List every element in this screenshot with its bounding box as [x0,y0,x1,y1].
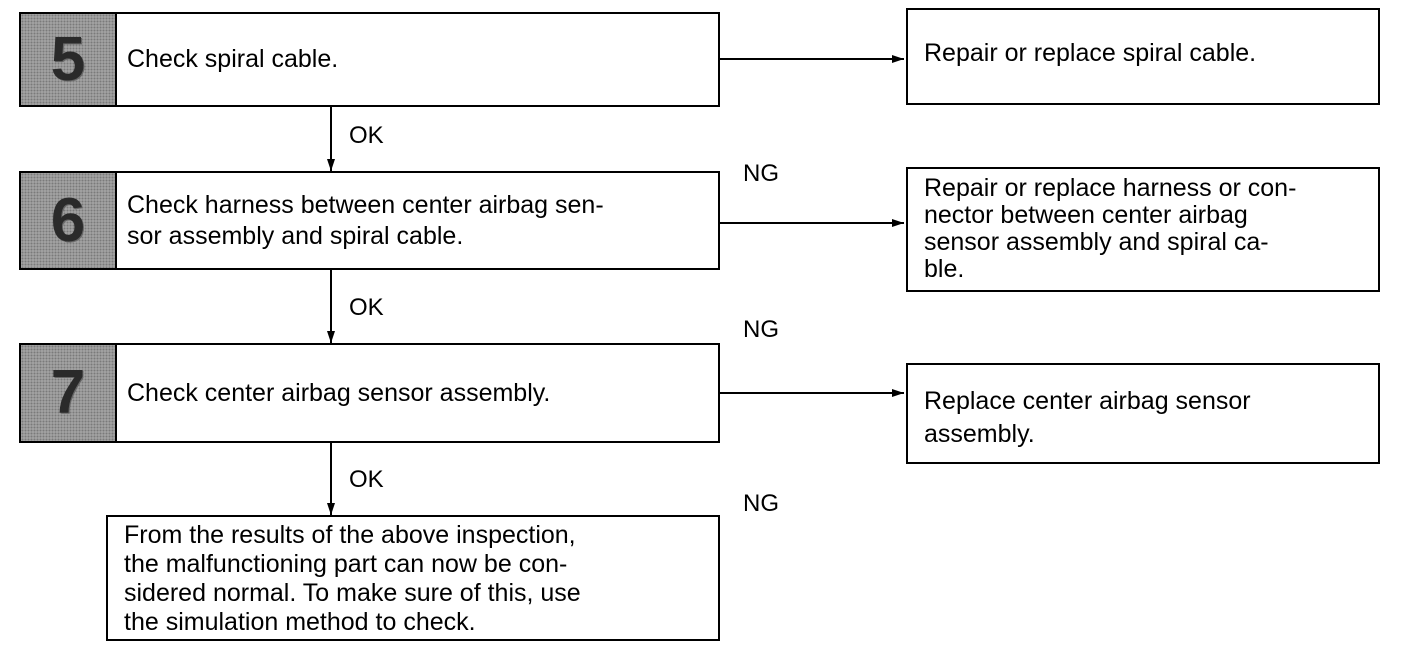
ng-label-5: NG [743,160,779,187]
ng-label-6: NG [743,316,779,343]
result-5-text: Repair or replace spiral cable. [924,39,1257,67]
final-box: From the results of the above inspection… [106,515,720,641]
result-7-text: Replace center airbag sensor assembly. [924,387,1251,448]
ok-label-7: OK [349,466,384,493]
step-7-text: Check center airbag sensor assembly. [127,378,551,407]
step-5-box: 5 Check spiral cable. [19,12,720,107]
step-7-box: 7 Check center airbag sensor assembly. [19,343,720,443]
step-number-badge: 5 [21,14,117,105]
ng-label-7: NG [743,490,779,517]
ok-label-5: OK [349,122,384,149]
result-6-text: Repair or replace harness or con- nector… [924,174,1297,283]
result-5-box: Repair or replace spiral cable. [906,8,1380,105]
result-6-box: Repair or replace harness or con- nector… [906,167,1380,292]
step-6-text: Check harness between center airbag sen-… [127,190,604,250]
result-7-box: Replace center airbag sensor assembly. [906,363,1380,464]
final-text: From the results of the above inspection… [124,521,581,636]
step-5-text: Check spiral cable. [127,45,339,73]
step-6-box: 6 Check harness between center airbag se… [19,171,720,270]
ok-label-6: OK [349,294,384,321]
step-number-badge: 7 [21,345,117,441]
step-number-badge: 6 [21,173,117,268]
